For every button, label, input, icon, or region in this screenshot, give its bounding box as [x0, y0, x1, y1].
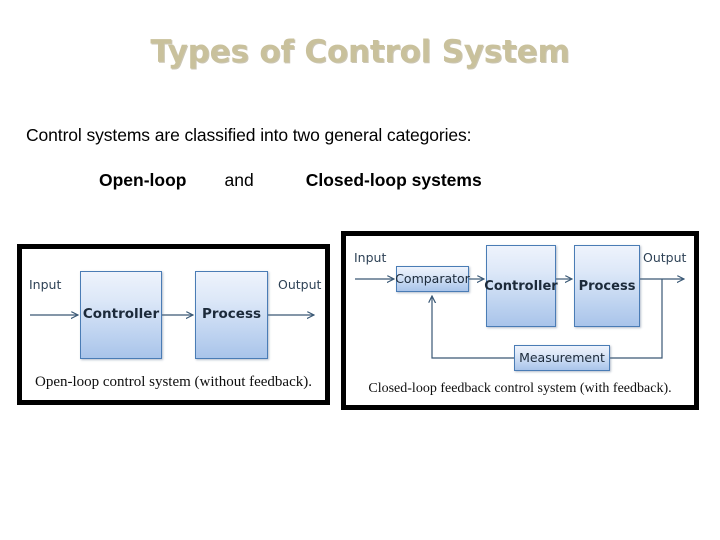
- open-loop-connectors: [30, 249, 325, 400]
- open-loop-input-label: Input: [29, 277, 62, 292]
- open-loop-caption: Open-loop control system (without feedba…: [34, 374, 312, 390]
- category-open-loop: Open-loop: [99, 170, 187, 190]
- intro-text: Control systems are classified into two …: [26, 125, 472, 145]
- closed-loop-block-comparator-label: Comparator: [395, 270, 470, 286]
- closed-loop-block-process[interactable]: Process: [574, 245, 640, 327]
- categories-line: Open-loop and Closed-loop systems: [99, 170, 482, 191]
- open-loop-block-process-label: Process: [201, 306, 262, 323]
- closed-loop-block-measurement[interactable]: Measurement: [514, 345, 610, 371]
- closed-loop-block-process-label: Process: [578, 278, 636, 294]
- category-conjunction: and: [224, 170, 254, 190]
- closed-loop-block-comparator[interactable]: Comparator: [395, 266, 470, 292]
- closed-loop-block-measurement-label: Measurement: [519, 349, 605, 365]
- open-loop-diagram: Input Output Controller Process Open-loo…: [17, 244, 330, 405]
- closed-loop-block-controller-label: Controller: [484, 278, 558, 294]
- closed-loop-block-controller[interactable]: Controller: [484, 245, 558, 327]
- closed-loop-input-label: Input: [354, 250, 387, 265]
- closed-loop-diagram: Input Output Comparator Controller Proce…: [341, 231, 699, 410]
- page-title: Types of Control System: [150, 34, 570, 70]
- category-closed-loop: Closed-loop systems: [305, 170, 482, 190]
- closed-loop-caption: Closed-loop feedback control system (wit…: [368, 381, 672, 396]
- open-loop-block-process[interactable]: Process: [195, 271, 268, 359]
- closed-loop-connectors: [355, 236, 694, 359]
- closed-loop-output-label: Output: [643, 250, 687, 265]
- open-loop-block-controller[interactable]: Controller: [80, 271, 162, 359]
- open-loop-block-controller-label: Controller: [82, 306, 160, 323]
- open-loop-output-label: Output: [278, 277, 322, 292]
